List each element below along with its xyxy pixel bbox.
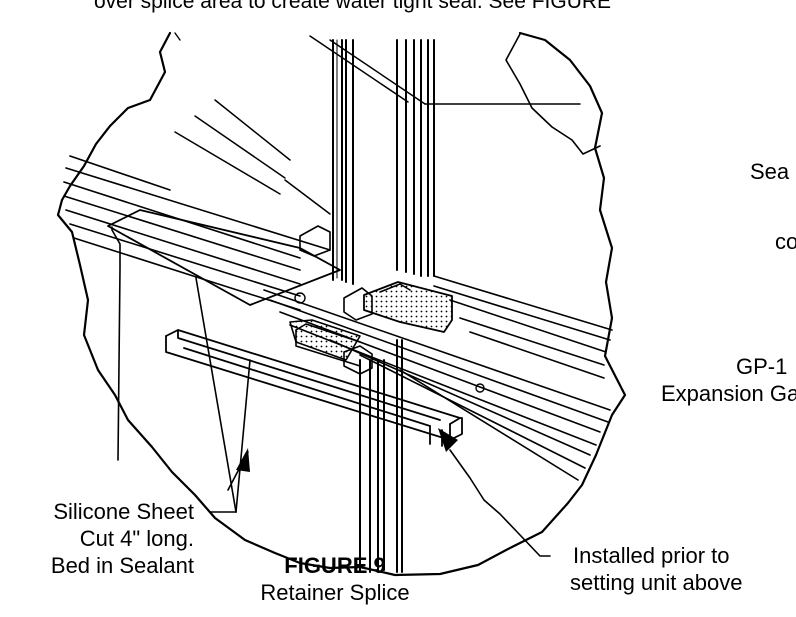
retainer-clips xyxy=(294,225,485,393)
callout-silicone-line-1: Silicone Sheet xyxy=(53,499,194,524)
callout-silicone-line-3: Bed in Sealant xyxy=(50,553,194,578)
label-expansion-gasket: Expansion Gask xyxy=(661,381,796,406)
top-note: over splice area to create water tight s… xyxy=(94,0,612,13)
figure-number: FIGURE 9 xyxy=(284,553,386,578)
label-co: co xyxy=(775,229,796,254)
inner-break-line xyxy=(505,33,601,155)
label-sealant: Sea xyxy=(750,159,790,184)
figure-caption: Retainer Splice xyxy=(260,580,410,605)
silicone-sheet xyxy=(107,209,341,306)
horizontal-rails xyxy=(63,155,613,481)
silicone-sheet-leaders xyxy=(195,277,251,513)
detail-breakout-outline xyxy=(56,31,627,577)
callout-silicone-sheet: Silicone Sheet Cut 4" long. Bed in Seala… xyxy=(14,498,194,579)
installed-prior-leader xyxy=(449,449,551,557)
installed-prior-arrow xyxy=(438,428,458,452)
upper-frame-lines xyxy=(174,35,581,215)
u-channel-retainer-splice xyxy=(165,329,463,447)
callout-installed-line-2: setting unit above xyxy=(570,570,743,595)
callout-installed-line-1: Installed prior to xyxy=(573,543,730,568)
figure-title-block: FIGURE 9 Retainer Splice xyxy=(250,552,420,606)
label-gp1: GP-1 xyxy=(736,354,788,379)
callout-installed-prior: Installed prior to setting unit above xyxy=(570,542,742,596)
vertical-mullion xyxy=(332,39,435,573)
callout-silicone-line-2: Cut 4" long. xyxy=(79,526,194,551)
leader-line-left xyxy=(111,226,121,461)
expansion-gasket-lower xyxy=(289,319,361,361)
expansion-gasket-upper xyxy=(363,281,453,333)
u-channel-upper xyxy=(295,323,361,367)
corner-fragment-top-left xyxy=(174,32,181,41)
